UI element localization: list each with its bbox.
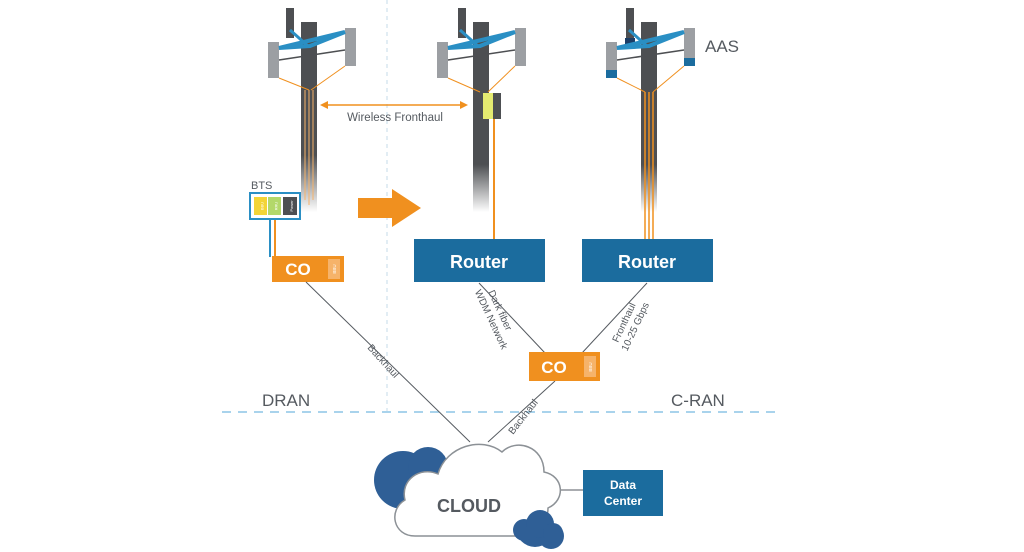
bts-label: BTS	[251, 180, 272, 192]
data-center-label-line1: Data	[610, 478, 636, 492]
link-co-center-cloud	[487, 380, 556, 443]
cran-label: C-RAN	[671, 391, 725, 410]
bts-slot-3: Power	[289, 200, 294, 212]
backhaul-center-label: Backhaul	[507, 398, 541, 437]
co-left-label: CO	[285, 260, 311, 279]
cloud-label: CLOUD	[437, 496, 501, 516]
link-co-left-cloud	[305, 281, 471, 443]
tower-cran-router	[437, 8, 526, 240]
router-left-label: Router	[450, 252, 508, 272]
cloud-icon	[374, 443, 564, 549]
bts-box: BBU RRU Power	[249, 192, 301, 220]
co-center-tag: BBU	[588, 362, 593, 371]
data-center-label-line2: Center	[604, 494, 642, 508]
bts-slot-2: RRU	[274, 202, 279, 211]
co-left-box: BBU CO	[272, 256, 344, 282]
bts-slot-1: BBU	[260, 202, 265, 210]
aas-label: AAS	[705, 37, 739, 56]
router-right-label: Router	[618, 252, 676, 272]
co-center-label: CO	[541, 358, 567, 377]
tower-aas	[606, 8, 695, 240]
wireless-fronthaul-label: Wireless Fronthaul	[347, 112, 443, 124]
link-router-right-co	[581, 282, 648, 354]
router-right-box: Router	[582, 239, 713, 282]
orange-right-arrow-icon	[358, 189, 421, 227]
co-left-tag: BBU	[332, 264, 337, 273]
wireless-fronthaul-arrow	[320, 101, 468, 109]
co-center-box: BBU CO	[529, 352, 600, 381]
link-router-left-co	[478, 282, 546, 354]
tower-dran	[268, 8, 356, 212]
data-center-box: Data Center	[583, 470, 663, 516]
backhaul-left-label: Backhaul	[365, 343, 401, 381]
dran-label: DRAN	[262, 391, 310, 410]
router-left-box: Router	[414, 239, 545, 282]
